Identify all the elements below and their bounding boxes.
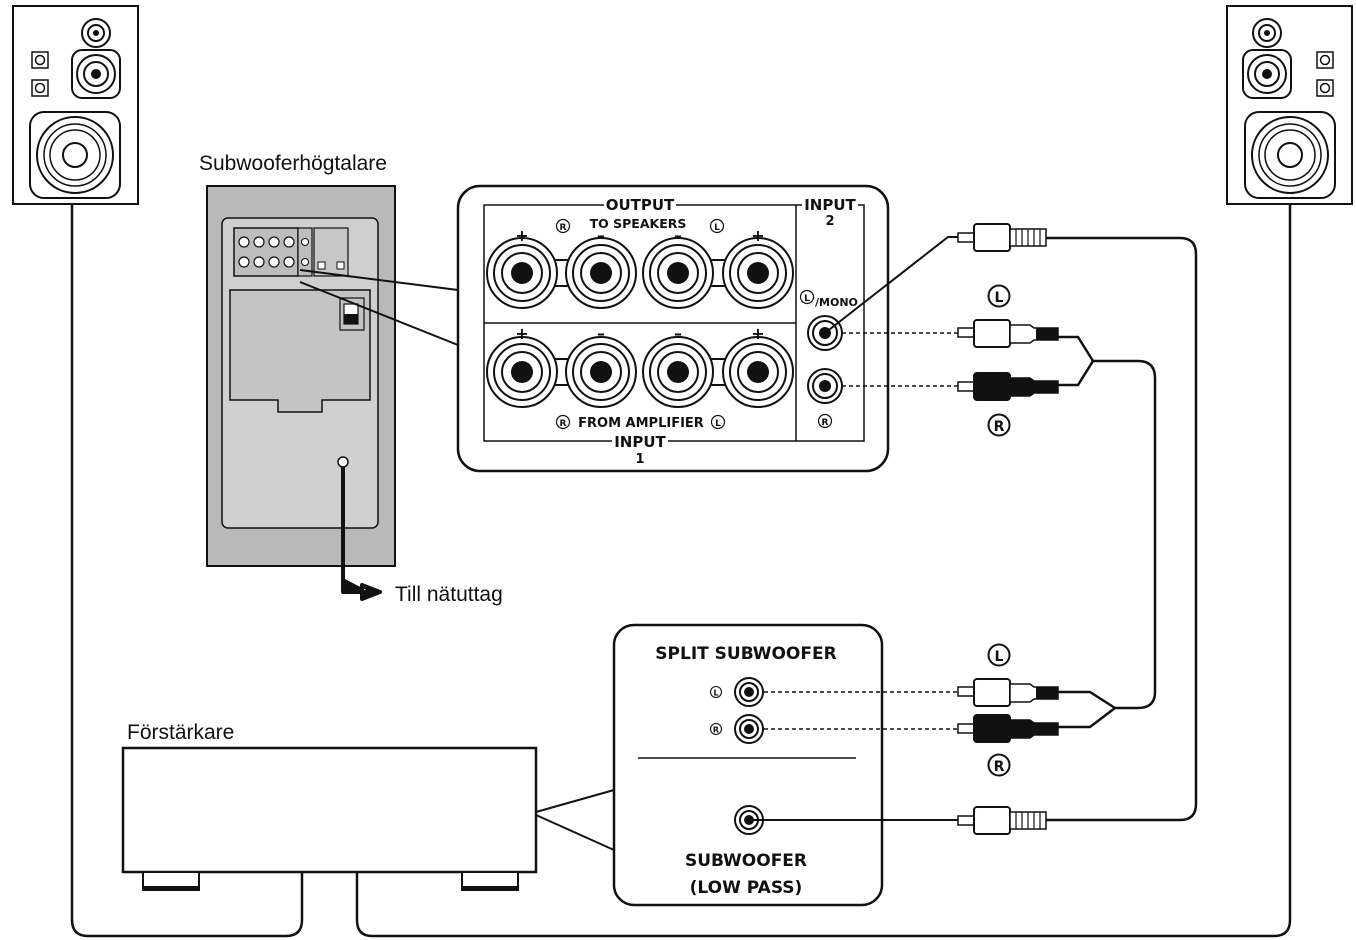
right-speaker-wire — [355, 204, 1292, 938]
right-speaker — [1226, 5, 1353, 205]
output-label: OUTPUT — [606, 196, 675, 214]
amplifier — [121, 746, 538, 891]
mono-cable-loop — [1046, 236, 1198, 822]
svg-text:L: L — [995, 290, 1004, 306]
split-sub-jack-l — [734, 677, 764, 707]
input1-label: INPUT — [614, 433, 666, 451]
left-speaker-wire — [70, 204, 304, 938]
split-subwoofer-label: SPLIT SUBWOOFER — [655, 644, 836, 664]
minus-mark: – — [674, 226, 682, 245]
split-sub-jack-r — [734, 714, 764, 744]
channel-mark-l: L — [987, 643, 1011, 667]
channel-mark-r: R — [555, 218, 571, 234]
rca-plug-mono-top — [957, 223, 1047, 252]
amp-zoom-callout — [535, 789, 615, 851]
svg-text:R: R — [713, 726, 719, 735]
output-jack-r-minus — [565, 237, 637, 309]
rca-plug-mono-bottom — [957, 806, 1047, 835]
svg-text:L: L — [713, 689, 718, 698]
left-speaker — [12, 5, 139, 205]
rca-plug-r-bottom — [957, 714, 1059, 743]
subwoofer-speaker-label: Subwooferhögtalare — [199, 152, 387, 175]
minus-mark: – — [674, 324, 682, 343]
subwoofer-terminal-panel: OUTPUT TO SPEAKERS INPUT 2 + – – + + – –… — [456, 184, 890, 473]
svg-text:L: L — [995, 649, 1004, 665]
rca-plug-l-top — [957, 319, 1059, 348]
channel-mark-l: L — [709, 685, 723, 699]
amplifier-sub-panel: SPLIT SUBWOOFER L R SUBWOOFER (LOW PASS) — [612, 623, 884, 907]
rca-plug-r-top — [957, 372, 1059, 401]
svg-text:L: L — [715, 419, 721, 429]
subwoofer-label: SUBWOOFER — [685, 851, 807, 871]
channel-mark-r: R — [555, 414, 571, 430]
plus-mark: + — [751, 324, 764, 343]
input1-jack-r-plus — [486, 336, 558, 408]
svg-text:L: L — [714, 223, 720, 233]
svg-text:R: R — [994, 759, 1005, 775]
output-jack-l-plus — [722, 237, 794, 309]
power-arrow-icon — [341, 578, 382, 601]
plus-mark: + — [515, 226, 528, 245]
input1-jack-r-minus — [565, 336, 637, 408]
svg-text:R: R — [560, 223, 567, 233]
input2-number: 2 — [825, 214, 834, 229]
channel-mark-r: R — [987, 413, 1011, 437]
rca-plug-l-bottom — [957, 678, 1059, 707]
y-cable — [1058, 335, 1157, 729]
plus-mark: + — [751, 226, 764, 245]
low-pass-label: (LOW PASS) — [690, 878, 803, 898]
channel-mark-l: L — [709, 218, 725, 234]
input1-jack-l-plus — [722, 336, 794, 408]
svg-text:L: L — [804, 294, 810, 304]
input1-number: 1 — [635, 452, 644, 467]
minus-mark: – — [597, 226, 605, 245]
mono-label: /MONO — [815, 296, 858, 309]
minus-mark: – — [597, 324, 605, 343]
channel-mark-r: R — [817, 413, 833, 429]
input2-label: INPUT — [804, 196, 856, 214]
output-jack-r-plus — [486, 237, 558, 309]
svg-text:R: R — [994, 419, 1005, 435]
dashed-guides — [764, 332, 958, 730]
from-amplifier-label: FROM AMPLIFIER — [578, 416, 704, 431]
channel-mark-l: L — [987, 284, 1011, 308]
to-speakers-label: TO SPEAKERS — [590, 216, 687, 231]
channel-mark-r: R — [987, 753, 1011, 777]
amplifier-label: Förstärkare — [127, 721, 234, 744]
channel-mark-l: L — [710, 414, 726, 430]
svg-text:R: R — [560, 419, 567, 429]
svg-text:R: R — [822, 418, 829, 428]
mains-outlet-label: Till nätuttag — [395, 583, 503, 606]
input1-jack-l-minus — [642, 336, 714, 408]
plus-mark: + — [515, 324, 528, 343]
zoom-callout — [299, 269, 459, 346]
output-jack-l-minus — [642, 237, 714, 309]
channel-mark-r: R — [709, 722, 723, 736]
input2-jack-r — [807, 368, 843, 404]
subwoofer-cabinet — [206, 185, 396, 567]
channel-mark-l: L — [799, 289, 815, 305]
